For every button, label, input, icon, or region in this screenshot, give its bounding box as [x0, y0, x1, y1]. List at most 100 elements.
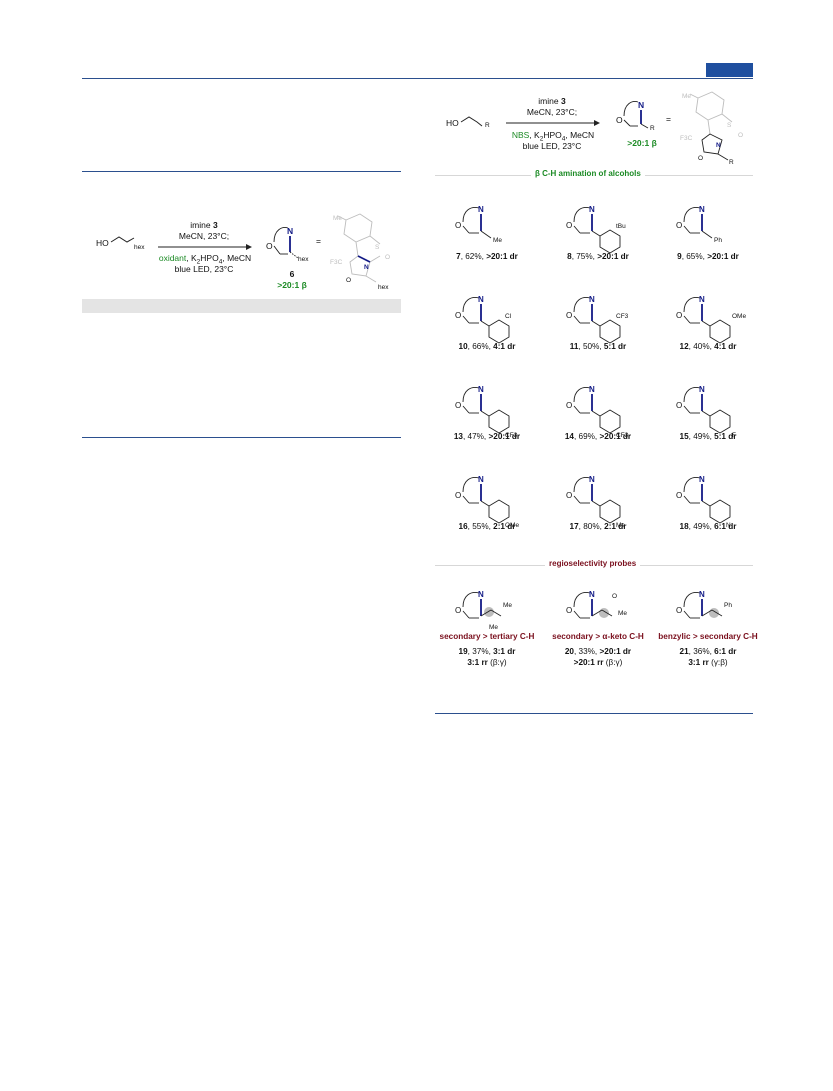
compound-9-label: 9, 65%, >20:1 dr	[658, 252, 758, 261]
compound-number: 10	[458, 342, 468, 351]
o-atom: O	[676, 606, 682, 615]
ring-arc	[462, 477, 480, 493]
right-nbs-label: NBS	[511, 130, 530, 140]
o-atom: O	[455, 311, 461, 320]
right-sm-chain	[460, 116, 483, 127]
o-atom: O	[676, 491, 682, 500]
right-mecn-label: , MeCN	[565, 130, 595, 140]
left-3d-s: S	[375, 244, 380, 251]
ring-arc	[573, 387, 591, 403]
ring-bond	[683, 225, 691, 234]
left-3d-hex: hex	[378, 284, 389, 291]
compound-14-label: 14, 69%, >20:1 dr	[548, 432, 648, 441]
ring-bond	[683, 405, 691, 414]
n-atom: N	[478, 295, 484, 304]
compound-dr: 6:1 dr	[714, 522, 737, 531]
n-atom: N	[699, 385, 705, 394]
left-hpo-label: HPO	[200, 253, 219, 263]
compound-rr: 3:1 rr	[688, 658, 709, 667]
ring-arc	[462, 207, 480, 223]
compound-yield: , 33%,	[573, 647, 600, 656]
substituent-label: Ph	[724, 602, 732, 609]
left-reaction-arrow	[158, 244, 252, 250]
aryl-bond	[591, 320, 601, 327]
right-arrow-below-2: blue LED, 23°C	[522, 141, 582, 151]
compound-15-structure: NOF	[676, 385, 736, 439]
left-equals: =	[316, 236, 321, 246]
substituent-label: CF3	[505, 432, 518, 439]
left-arrow-above: imine 3	[158, 220, 250, 230]
compound-rr: 3:1 rr	[467, 658, 488, 667]
right-imine-num: 3	[560, 96, 566, 106]
right-reaction-arrow	[506, 120, 600, 126]
side-bond	[701, 609, 713, 617]
n-atom: N	[589, 295, 595, 304]
probe-19-title: secondary > tertiary C-H	[439, 632, 535, 641]
probe-21-title: benzylic > secondary C-H	[658, 632, 758, 641]
ring-arc	[683, 477, 701, 493]
aryl-bond	[701, 410, 711, 417]
right-product-r: R	[650, 125, 655, 132]
side-bond	[490, 609, 502, 617]
substituent-label: CF3	[616, 313, 629, 320]
compound-dr: >20:1 dr	[707, 252, 739, 261]
probe-20-rr: >20:1 rr (β:γ)	[548, 658, 648, 667]
aryl-ring	[488, 319, 510, 344]
compound-dr: 2:1 dr	[493, 522, 516, 531]
ring-arc	[573, 297, 591, 313]
ring-bond	[462, 495, 470, 504]
aryl-ring	[599, 409, 621, 434]
ring-bond	[462, 610, 470, 619]
compound-number: 13	[453, 432, 463, 441]
compound-yield: , 66%,	[467, 342, 494, 351]
substituent-label: Ph	[714, 237, 722, 244]
compound-number: 17	[569, 522, 579, 531]
compound-rr-ratio: (β:γ)	[487, 658, 507, 667]
o-atom: O	[455, 401, 461, 410]
ring-arc	[462, 592, 480, 608]
n-atom: N	[699, 475, 705, 484]
o-atom: O	[566, 221, 572, 230]
probe-21-rr: 3:1 rr (γ:β)	[658, 658, 758, 667]
right-3d-r: R	[729, 159, 734, 166]
left-section-rule-1	[82, 171, 401, 172]
compound-13-label: 13, 47%, >20:1 dr	[437, 432, 537, 441]
ring-arc	[573, 477, 591, 493]
aryl-ring	[599, 319, 621, 344]
aryl-bond	[591, 410, 601, 417]
side-bond	[591, 609, 603, 617]
compound-yield: , 75%,	[571, 252, 598, 261]
o-atom: O	[455, 606, 461, 615]
aryl-ring	[599, 229, 621, 254]
compound-number: 15	[679, 432, 689, 441]
aryl-ring	[709, 499, 731, 524]
side-bond	[711, 609, 723, 617]
right-arrow-above: imine 3	[506, 96, 598, 106]
n-atom: N	[478, 205, 484, 214]
o-atom: O	[676, 401, 682, 410]
substituent-label: Me	[618, 610, 627, 617]
compound-yield: , 37%,	[467, 647, 494, 656]
left-product-n: N	[287, 226, 294, 236]
compound-7-label: 7, 62%, >20:1 dr	[437, 252, 537, 261]
compound-number: 11	[569, 342, 579, 351]
aryl-ring	[709, 319, 731, 344]
compound-rr: >20:1 rr	[573, 658, 604, 667]
left-3d-structure	[337, 213, 381, 283]
left-product-ring	[273, 227, 299, 259]
compound-dr: >20:1 dr	[486, 252, 518, 261]
substituent-label: tBu	[616, 223, 626, 230]
aryl-bond	[591, 230, 601, 237]
substituent-label: N	[726, 522, 731, 529]
compound-dr: 2:1 dr	[604, 522, 627, 531]
n-atom: N	[589, 205, 595, 214]
left-3d-o: O	[385, 254, 391, 261]
left-product-o: O	[266, 241, 273, 251]
n-atom: N	[699, 590, 705, 599]
